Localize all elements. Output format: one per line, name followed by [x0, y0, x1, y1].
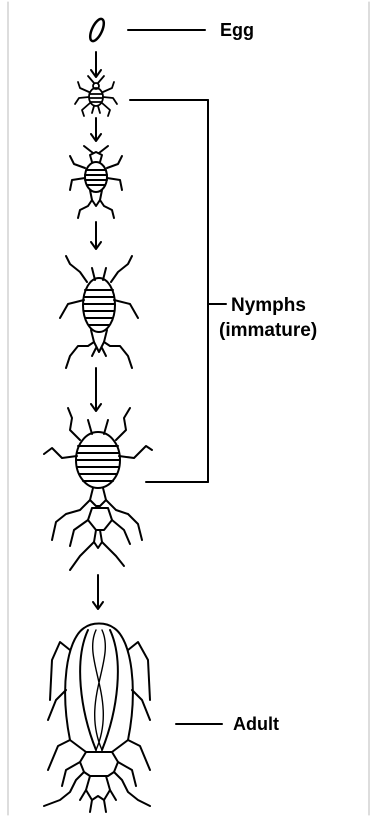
egg-icon: [87, 17, 106, 43]
nymph-1-drawing: [75, 76, 117, 116]
arrow-icon: [91, 52, 101, 77]
arrow-icon: [93, 575, 103, 609]
nymph-3-drawing: [60, 256, 138, 368]
egg-label: Egg: [220, 20, 254, 40]
adult-drawing: [44, 624, 150, 813]
arrow-icon: [91, 368, 101, 411]
egg-stage: Egg: [87, 17, 254, 43]
nymphs-bracket: [130, 100, 226, 482]
arrow-icon: [91, 118, 101, 141]
nymph-2-drawing: [70, 146, 122, 218]
nymph-4-drawing: [44, 408, 152, 570]
nymphs-sublabel: (immature): [219, 320, 317, 341]
nymphs-label: Nymphs: [231, 295, 306, 316]
adult-label: Adult: [233, 714, 279, 734]
arrow-icon: [91, 222, 101, 249]
